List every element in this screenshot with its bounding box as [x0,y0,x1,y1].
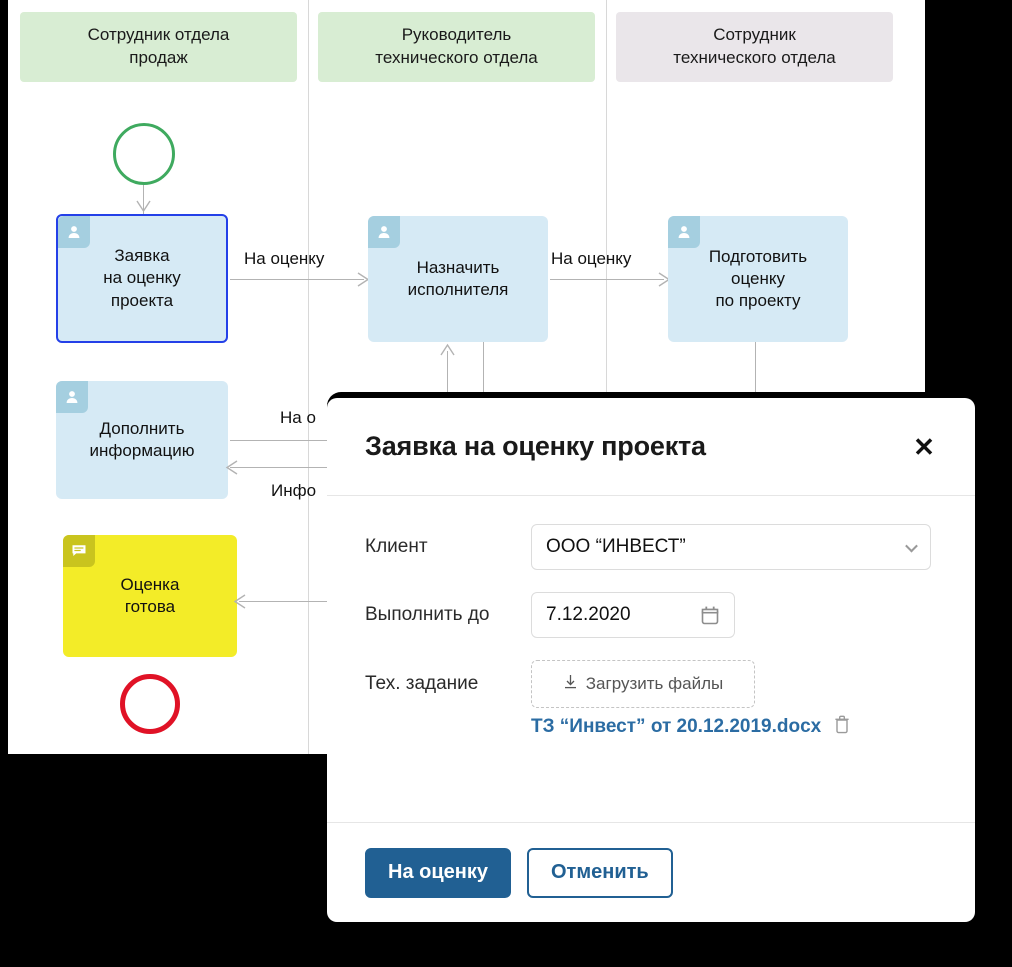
attached-file-row: ТЗ “Инвест” от 20.12.2019.docx [531,714,937,739]
arrowhead-left-task4 [225,460,238,475]
client-label: Клиент [365,536,428,557]
task-node-prepare-estimate[interactable]: Подготовить оценку по проекту [668,216,848,342]
user-task-icon [368,216,400,248]
task-node-assign-executor[interactable]: Назначить исполнителя [368,216,548,342]
project-estimate-dialog: Заявка на оценку проекта ✕ Клиент ООО “И… [327,398,975,922]
upload-files-button[interactable]: Загрузить файлы [531,660,755,708]
calendar-icon[interactable] [700,605,720,632]
user-task-icon [668,216,700,248]
lane-header-sales: Сотрудник отдела продаж [20,12,297,82]
lane-header-tech-manager: Руководитель технического отдела [318,12,595,82]
upload-files-label: Загрузить файлы [585,674,724,693]
client-select[interactable]: ООО “ИНВЕСТ” [531,524,931,570]
edge-label-information: Инфо [271,481,317,500]
dialog-footer: На оценку Отменить [327,822,975,922]
edge-task2-down [483,342,484,416]
end-event-circle[interactable] [120,674,180,734]
task-node-label: Оценка готова [120,574,180,616]
cancel-button[interactable]: Отменить [526,847,673,898]
edge-start-to-task1 [143,185,144,214]
edge-label-to-estimate-2: На оценку [551,249,632,268]
upload-icon [563,674,578,695]
trash-icon[interactable] [833,714,851,739]
task-node-label: Назначить исполнителя [407,257,509,299]
dialog-header: Заявка на оценку проекта ✕ [327,398,975,496]
submit-to-estimate-button[interactable]: На оценку [365,847,511,898]
edge-return-to-task2 [447,351,448,416]
task-node-label: Подготовить оценку по проекту [708,246,808,311]
arrowhead-up-task2 [440,343,455,356]
message-task-icon [63,535,95,567]
edge-label-to-estimate-1: На оценку [244,249,325,268]
lane-divider-1 [308,0,309,754]
dialog-title: Заявка на оценку проекта [365,431,706,461]
form-row-due-date: Выполнить до 7.12.2020 [365,592,937,638]
arrowhead-left-task5 [233,594,246,609]
user-task-icon [58,216,90,248]
start-event-circle[interactable] [113,123,175,185]
task-node-label: Заявка на оценку проекта [103,246,181,310]
form-row-spec: Тех. задание Загрузить файлы [365,660,937,708]
edge-task3-down [755,342,756,416]
edge-task2-to-task3 [550,279,664,280]
chevron-down-icon [905,539,918,553]
edge-label-to-estimate-3: На о [280,408,316,427]
flowchart-panel: Сотрудник отдела продаж Руководитель тех… [8,0,925,754]
due-date-value: 7.12.2020 [546,604,631,625]
task-node-add-information[interactable]: Дополнить информацию [56,381,228,499]
arrowhead-down-start [136,200,151,213]
spec-label: Тех. задание [365,673,479,694]
edge-task1-to-task2 [230,279,364,280]
due-date-label: Выполнить до [365,604,490,625]
task-node-estimate-ready[interactable]: Оценка готова [63,535,237,657]
task-node-label: Дополнить информацию [89,418,195,460]
dialog-body: Клиент ООО “ИНВЕСТ” Выполнить до 7.12.20… [327,496,975,749]
lane-divider-2 [606,0,607,754]
form-row-client: Клиент ООО “ИНВЕСТ” [365,524,937,570]
task-node-request-estimate[interactable]: Заявка на оценку проекта [56,214,228,343]
user-task-icon [56,381,88,413]
client-select-value: ООО “ИНВЕСТ” [546,536,686,557]
lane-header-tech-employee: Сотрудник технического отдела [616,12,893,82]
attached-file-link[interactable]: ТЗ “Инвест” от 20.12.2019.docx [531,715,822,737]
due-date-input[interactable]: 7.12.2020 [531,592,735,638]
close-icon[interactable]: ✕ [913,431,935,462]
